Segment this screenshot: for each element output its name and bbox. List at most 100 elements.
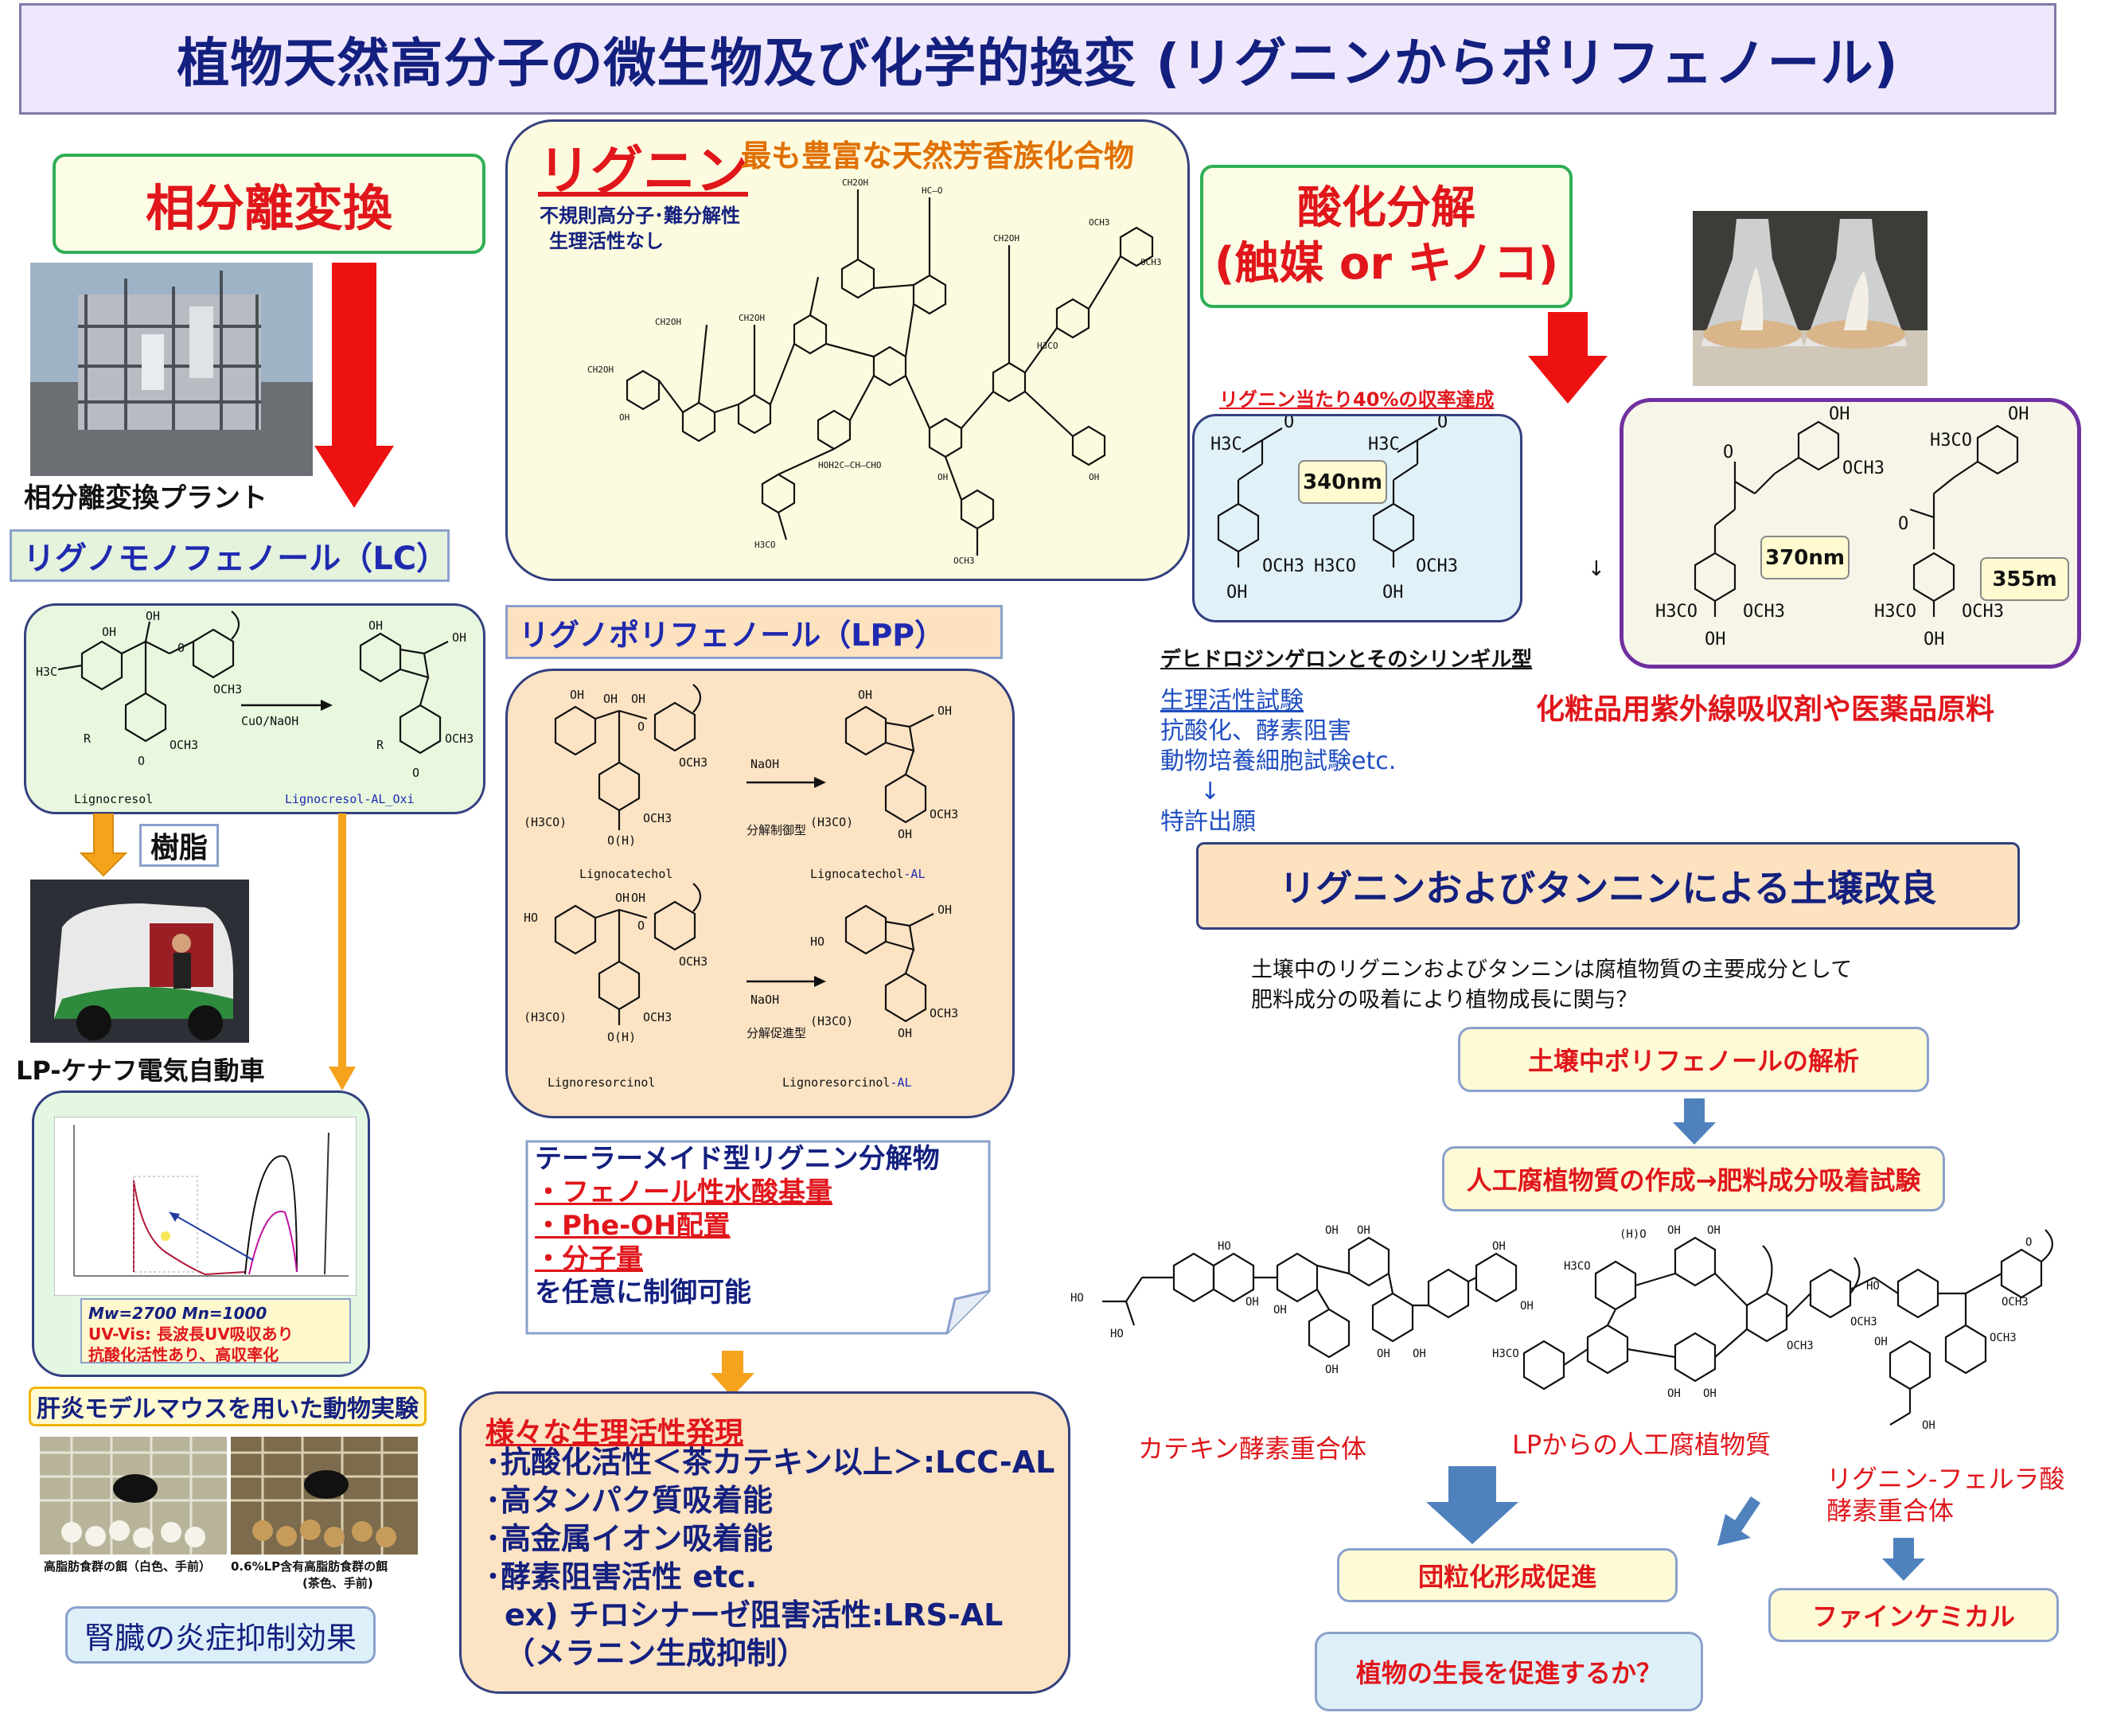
- svg-text:OCH3: OCH3: [1850, 1316, 1877, 1328]
- lc-reagent: CuO/NaOH: [241, 714, 298, 728]
- orange-down-arrow-center: [711, 1351, 754, 1397]
- svg-text:OH: OH: [102, 625, 116, 639]
- svg-text:OCH3: OCH3: [643, 811, 672, 825]
- bio-item-tyrosinase: ex) チロシナーゼ阻害活性:LRS-AL: [505, 1598, 1004, 1633]
- soil-question-1: 土壌中のリグニンおよびタンニンは腐植物質の主要成分として: [1251, 958, 1853, 982]
- svg-text:OH: OH: [898, 827, 912, 841]
- svg-text:OH: OH: [619, 412, 630, 423]
- svg-text:OH: OH: [1924, 630, 1945, 650]
- lignocatechol-name: Lignocatechol: [579, 867, 672, 881]
- lignocatechol-al-suffix: -AL: [903, 867, 925, 881]
- svg-text:(H3CO): (H3CO): [524, 1010, 567, 1024]
- svg-text:H3CO: H3CO: [1037, 341, 1058, 351]
- blue-diagonal-arrow: [1717, 1496, 1760, 1546]
- uv-chart-panel: Mw=2700 Mn=1000 UV-Vis: 長波長UV吸収あり 抗酸化活性あ…: [32, 1090, 370, 1377]
- svg-text:OCH3: OCH3: [679, 954, 707, 969]
- mouse-photo-2: [231, 1437, 418, 1555]
- svg-text:OH: OH: [937, 903, 952, 917]
- svg-text:O(H): O(H): [607, 1030, 636, 1044]
- svg-text:OH: OH: [1413, 1348, 1426, 1360]
- bioactivity-panel: 様々な生理活性発現 ･抗酸化活性＜茶カテキン以上＞:LCC-AL ･高タンパク質…: [459, 1391, 1070, 1694]
- car-caption: LP-ケナフ電気自動車: [16, 1055, 265, 1086]
- svg-text:OCH3: OCH3: [953, 556, 975, 566]
- svg-text:H3CO: H3CO: [1930, 431, 1972, 451]
- step-soil-analysis: 土壌中ポリフェノールの解析: [1458, 1027, 1929, 1092]
- plant-caption: 相分離変換プラント: [24, 482, 267, 514]
- svg-text:OH: OH: [631, 891, 645, 905]
- svg-text:OCH3: OCH3: [1140, 257, 1162, 267]
- bio-item-melanin: （メラニン生成抑制）: [505, 1636, 808, 1671]
- svg-text:O: O: [1898, 514, 1908, 534]
- tailor-line-3: ・Phe-OH配置: [535, 1210, 731, 1242]
- svg-text:OH: OH: [1667, 1387, 1681, 1400]
- svg-text:OH: OH: [1705, 630, 1726, 650]
- blue-arrow-1: [1673, 1098, 1716, 1145]
- test-line-5: 特許出願: [1160, 808, 1256, 836]
- svg-text:CH2OH: CH2OH: [587, 365, 614, 375]
- svg-text:Lignocatechol-AL: Lignocatechol-AL: [810, 867, 926, 881]
- tailor-line-5: を任意に制御可能: [535, 1277, 751, 1309]
- svg-text:O: O: [138, 754, 145, 768]
- svg-text:OCH3: OCH3: [1962, 602, 2004, 622]
- dehydrozingerone-label: デヒドロジンゲロンとそのシリンギル型: [1160, 648, 1533, 672]
- polymer-catechin: カテキン酵素重合体: [1138, 1434, 1367, 1464]
- test-line-3: 動物培養細胞試験etc.: [1160, 747, 1397, 775]
- lignocatechol-al-name: Lignocatechol: [810, 867, 903, 881]
- uv-note-antiox: 抗酸化活性あり、高収率化: [88, 1345, 279, 1364]
- uv-note-uv: UV-Vis: 長波長UV吸収あり: [88, 1324, 294, 1344]
- svg-text:OCH3: OCH3: [170, 738, 198, 752]
- svg-text:HO: HO: [1110, 1328, 1124, 1340]
- tailor-line-2: ・フェノール性水酸基量: [535, 1176, 832, 1208]
- svg-text:OH: OH: [631, 692, 645, 706]
- mushroom-photo: [1693, 211, 1928, 386]
- svg-text:OH: OH: [570, 688, 584, 702]
- lignocresol-al-name: Lignocresol-AL_Oxi: [285, 792, 415, 806]
- lpp-reagent-2: NaOH: [750, 993, 779, 1007]
- svg-text:H3CO: H3CO: [1874, 602, 1916, 622]
- lpp-reagent-1: NaOH: [750, 757, 779, 771]
- svg-text:OH: OH: [615, 891, 630, 905]
- kidney-effect-box: 腎臓の炎症抑制効果: [65, 1606, 376, 1664]
- svg-text:OCH3: OCH3: [643, 1010, 672, 1024]
- svg-text:HOH2C—CH—CHO: HOH2C—CH—CHO: [818, 460, 881, 470]
- svg-text:H3CO: H3CO: [1564, 1260, 1591, 1273]
- step-artificial-humus: 人工腐植物質の作成→肥料成分吸着試験: [1442, 1146, 1945, 1211]
- svg-text:O: O: [2025, 1236, 2032, 1249]
- lignoresorcinol-name: Lignoresorcinol: [548, 1075, 655, 1090]
- bio-item-antioxidant: ･抗酸化活性＜茶カテキン以上＞:LCC-AL: [485, 1445, 1055, 1480]
- lignin-subtitle: 最も豊富な天然芳香族化合物: [741, 138, 1135, 174]
- svg-text:H3C: H3C: [36, 665, 57, 679]
- lpp-type-1: 分解制御型: [746, 823, 806, 837]
- svg-text:OH: OH: [1520, 1300, 1534, 1313]
- svg-text:OCH3: OCH3: [930, 807, 958, 821]
- svg-text:OCH3: OCH3: [445, 731, 474, 746]
- lignin-note-2: 生理活性なし: [549, 230, 664, 252]
- mouse-photo-1: [40, 1437, 227, 1555]
- svg-text:OCH3: OCH3: [1990, 1332, 2017, 1344]
- svg-text:OH: OH: [1377, 1348, 1390, 1360]
- test-line-1: 生理活性試験: [1160, 687, 1304, 715]
- svg-text:OH: OH: [452, 630, 466, 645]
- svg-text:OH: OH: [1707, 1224, 1721, 1237]
- svg-text:OH: OH: [1089, 472, 1099, 482]
- svg-text:O: O: [1723, 443, 1733, 462]
- svg-text:OH: OH: [1325, 1363, 1339, 1376]
- lignocresol-name: Lignocresol: [74, 792, 153, 806]
- mouse-experiment-label: 肝炎モデルマウスを用いた動物実験: [29, 1387, 427, 1426]
- svg-text:O(H): O(H): [607, 833, 636, 848]
- lignin-note-1: 不規則高分子･難分解性: [540, 205, 740, 227]
- phase-separation-box: 相分離変換: [53, 154, 485, 254]
- uv-note-mw: Mw=2700 Mn=1000: [88, 1304, 267, 1323]
- page-title: 植物天然高分子の微生物及び化学的換変 (リグニンからポリフェノール): [19, 3, 2056, 115]
- svg-text:H3CO: H3CO: [1655, 602, 1698, 622]
- svg-text:OCH3: OCH3: [213, 682, 242, 696]
- svg-text:O: O: [1437, 416, 1448, 432]
- svg-text:H3CO: H3CO: [1492, 1348, 1519, 1360]
- svg-text:CH2OH: CH2OH: [655, 317, 681, 327]
- mouse-caption-1: 高脂肪食群の餌（白色、手前）: [44, 1559, 212, 1574]
- svg-text:H3C: H3C: [1210, 435, 1242, 454]
- absorb-340: 340nm: [1298, 460, 1387, 504]
- svg-text:OH: OH: [1922, 1419, 1935, 1432]
- svg-text:OH: OH: [898, 1026, 912, 1040]
